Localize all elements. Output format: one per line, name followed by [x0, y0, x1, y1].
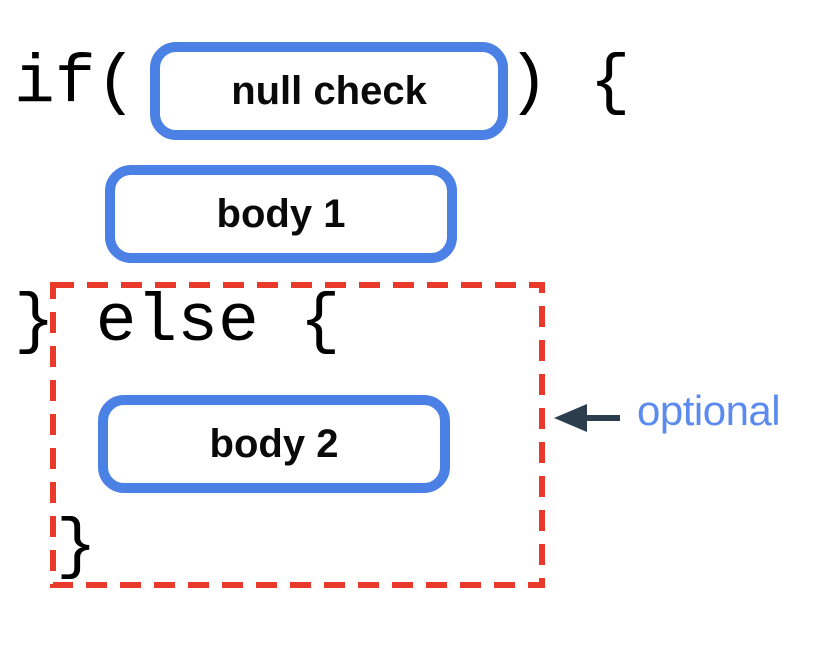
body2-box-label: body 2 — [209, 421, 339, 466]
condition-box-label: null check — [231, 68, 427, 113]
body1-box-label: body 1 — [216, 191, 346, 236]
code-condition-close: ) { — [508, 45, 631, 122]
condition-box: null check — [150, 42, 508, 140]
arrow-left-icon — [554, 404, 620, 432]
optional-annotation-label: optional — [637, 387, 781, 434]
code-if-open: if( — [14, 45, 137, 122]
optional-region-outline — [50, 282, 545, 588]
body1-box: body 1 — [105, 165, 457, 263]
code-else-line: } else { — [14, 284, 341, 361]
code-closing-brace: } — [56, 509, 97, 586]
body2-box: body 2 — [98, 395, 450, 493]
